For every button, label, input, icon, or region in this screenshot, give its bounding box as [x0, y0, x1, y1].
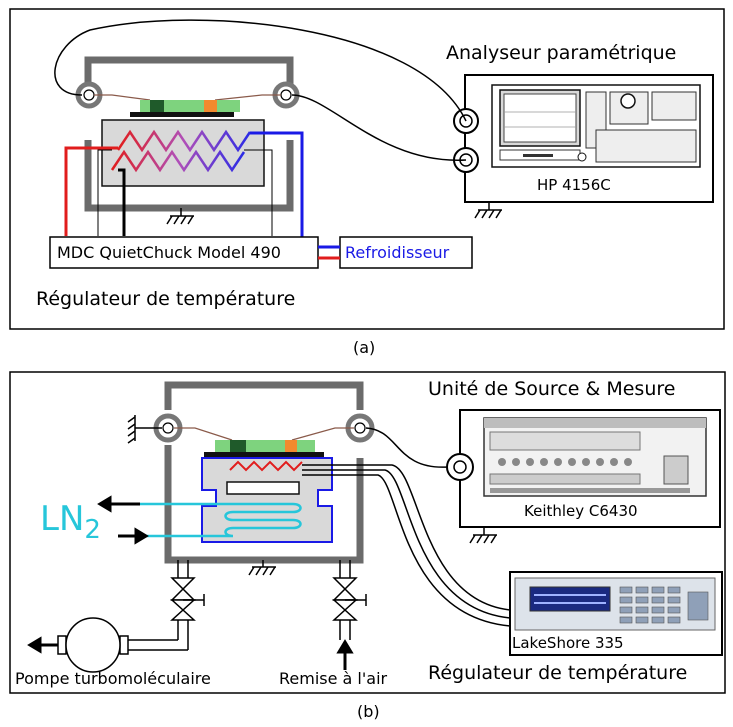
vent-label: Remise à l'air [279, 669, 388, 688]
chassis-ground-left-b [127, 415, 162, 444]
pump-valve [170, 577, 205, 621]
cable-b-smu [365, 427, 449, 468]
chuck-cavity-b [226, 481, 300, 495]
probe-wire-left-a [94, 94, 151, 101]
sensor-wire-a-3 [244, 149, 273, 236]
pump-line [128, 560, 189, 651]
cable-b-sensor-3 [302, 474, 511, 627]
sample-contact-dark-b [230, 440, 246, 452]
ground-symbol-a-analyzer [474, 202, 502, 219]
heater-zigzag-a-upper [116, 129, 252, 153]
analyzer-title: Analyseur paramétrique [446, 42, 677, 64]
sample-plate-b [204, 452, 324, 457]
ln2-out-arrow [97, 495, 140, 513]
pump-label: Pompe turbomoléculaire [15, 669, 211, 688]
smu-title: Unité de Source & Mesure [428, 378, 676, 400]
vent-line [339, 560, 351, 640]
sensor-wire-a-2 [118, 168, 126, 236]
ground-symbol-a-chamber [166, 208, 194, 225]
panel-b-label: (b) [357, 702, 380, 721]
analyzer-instrument [491, 84, 701, 168]
smu-instrument [483, 417, 707, 497]
probe-wire-right-a [214, 94, 281, 101]
cable-b-sensor-2 [302, 469, 511, 619]
ground-symbol-b-smu [469, 527, 497, 544]
chiller-box [339, 236, 473, 269]
lakeshore-model-label: LakeShore 335 [512, 634, 624, 652]
regulator-caption-b: Régulateur de température [428, 662, 688, 684]
smu-model-label: Keithley C6430 [524, 502, 638, 520]
turbo-pump [57, 617, 129, 673]
pump-exhaust-arrow [27, 636, 58, 654]
chiller-label: Refroidisseur [345, 243, 450, 262]
controller-box-a [49, 236, 319, 269]
hot-line-a [64, 146, 118, 236]
ln2-coil [120, 502, 302, 538]
ln2-label: LN2 [40, 499, 101, 545]
probe-wire-left-b [174, 427, 233, 441]
sample-contact-orange-a [204, 100, 217, 112]
vent-inlet-arrow [336, 639, 354, 670]
sample-contact-dark-a [150, 100, 164, 112]
cable-a-left [54, 19, 467, 122]
sensor-wire-a-1 [97, 149, 112, 236]
heater-zigzag-a-lower [110, 149, 246, 173]
controller-model-label-a: MDC QuietChuck Model 490 [57, 243, 281, 262]
heater-zigzag-b [229, 460, 303, 472]
cable-b-sensor-1 [302, 464, 511, 611]
analyzer-model-label: HP 4156C [537, 176, 611, 194]
lakeshore-instrument [514, 577, 716, 631]
sample-plate-a [130, 112, 234, 117]
ln2-in-arrow [118, 527, 149, 545]
probe-wire-right-b [291, 427, 354, 441]
sample-contact-orange-b [285, 440, 297, 452]
panel-b-border [9, 371, 726, 694]
panel-a-label: (a) [353, 338, 376, 357]
chamber-frame-b [164, 381, 364, 564]
ground-symbol-b-chamber [248, 560, 276, 576]
bnc-connector-b [446, 453, 474, 481]
cable-a-right [291, 94, 467, 161]
panel-a-border [9, 8, 725, 330]
chuck-a [101, 119, 265, 187]
vent-valve [332, 577, 367, 621]
regulator-caption-a: Régulateur de température [36, 288, 296, 310]
